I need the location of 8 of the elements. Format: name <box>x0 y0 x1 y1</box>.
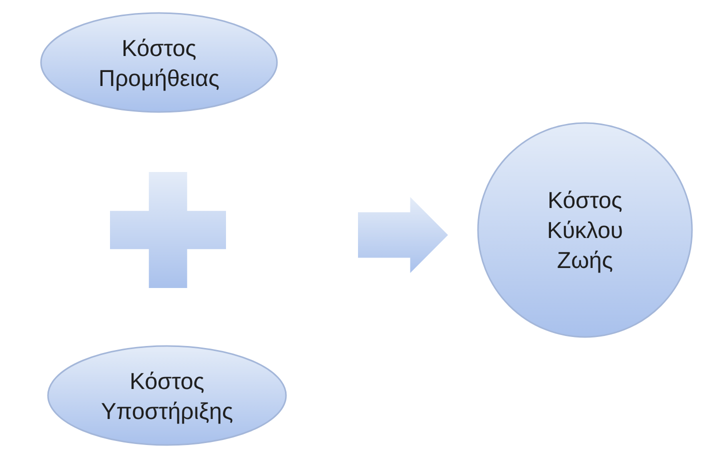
node-label: Κόστος Προμήθειας <box>97 34 221 92</box>
node-label: Κόστος Υποστήριξης <box>100 366 234 426</box>
ellipse-node <box>40 12 278 113</box>
ellipse-node <box>47 345 287 446</box>
block-arrow <box>358 197 448 273</box>
circle-node <box>477 122 693 338</box>
plus-sign <box>110 172 226 288</box>
node-label: Κόστος Κύκλου Ζωής <box>546 186 624 275</box>
